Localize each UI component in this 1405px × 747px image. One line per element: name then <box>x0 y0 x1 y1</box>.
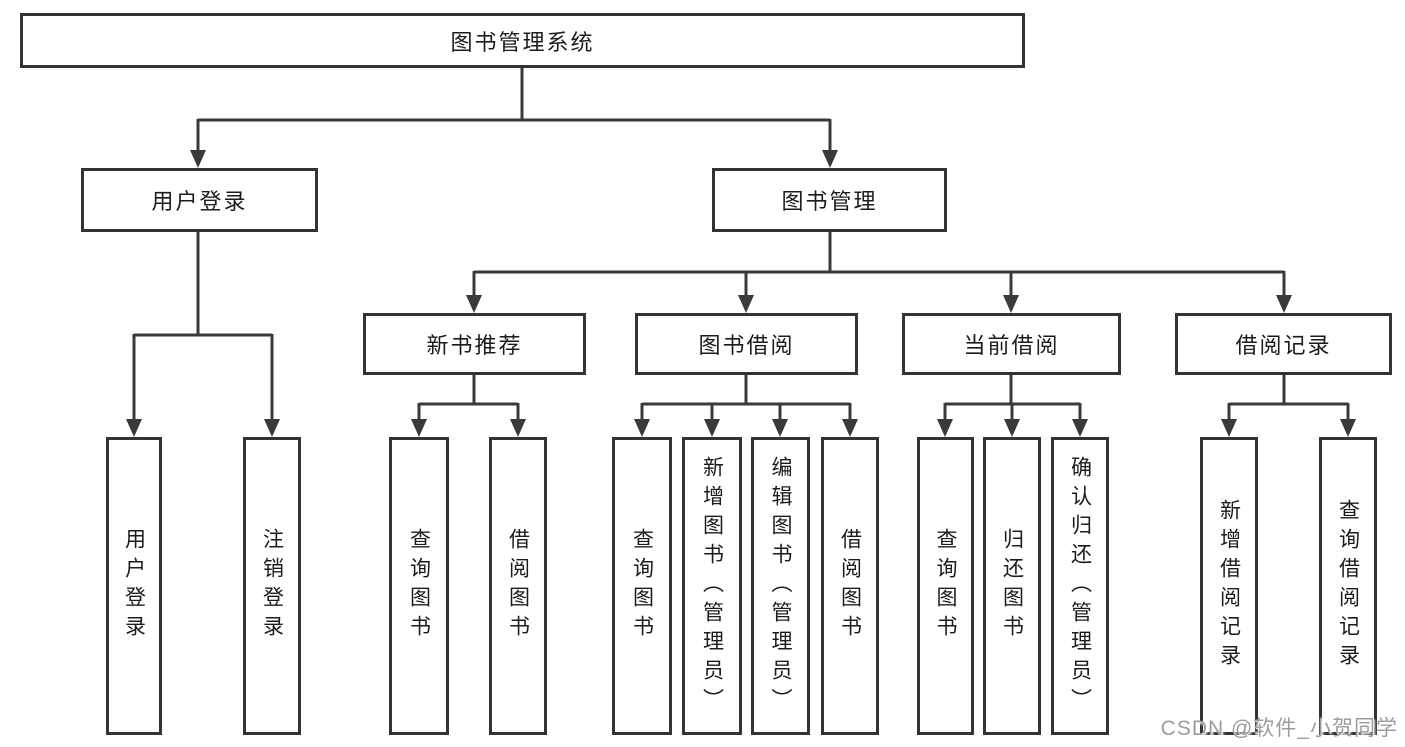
node-book-borrow: 图书借阅 <box>635 313 858 375</box>
node-borrow-records: 借阅记录 <box>1175 313 1392 375</box>
leaf-label: 编辑图书（管理员） <box>769 455 792 717</box>
connector-book-borrow-children <box>634 375 858 437</box>
leaf-label: 查询图书 <box>407 528 431 644</box>
leaf-borrow-books-recommend: 借阅图书 <box>489 437 547 735</box>
leaf-label: 新增图书（管理员） <box>700 455 724 717</box>
arrowhead <box>1340 419 1356 437</box>
leaf-query-borrow-record: 查询借阅记录 <box>1319 437 1377 735</box>
connector-book-management-children <box>466 232 1292 313</box>
connector-current-borrow-children <box>937 375 1088 437</box>
leaf-edit-book-admin: 编辑图书（管理员） <box>751 437 810 735</box>
node-new-book-recommend: 新书推荐 <box>363 313 586 375</box>
arrowhead <box>772 419 788 437</box>
leaf-label: 查询图书 <box>934 528 957 644</box>
arrowhead <box>634 419 650 437</box>
node-label: 用户登录 <box>151 189 248 214</box>
node-user-login: 用户登录 <box>81 168 318 232</box>
arrowhead <box>411 419 427 437</box>
csdn-watermark: CSDN @软件_小贺同学 <box>1160 717 1398 740</box>
leaf-query-books-recommend: 查询图书 <box>389 437 449 735</box>
leaf-label: 注销登录 <box>260 528 284 644</box>
arrowhead <box>1004 419 1020 437</box>
arrowhead <box>738 295 754 313</box>
leaf-return-books: 归还图书 <box>983 437 1041 735</box>
leaf-user-login: 用户登录 <box>106 437 162 735</box>
arrowhead <box>1221 419 1237 437</box>
node-book-management: 图书管理 <box>712 168 947 232</box>
leaf-label: 用户登录 <box>122 528 146 644</box>
leaf-query-books-borrow: 查询图书 <box>612 437 672 735</box>
arrowhead <box>264 419 280 437</box>
arrowhead <box>1072 419 1088 437</box>
node-label: 当前借阅 <box>963 333 1060 358</box>
arrowhead <box>1276 295 1292 313</box>
arrowhead <box>1003 295 1019 313</box>
arrowhead <box>126 419 142 437</box>
arrowhead <box>190 150 206 168</box>
leaf-label: 借阅图书 <box>506 528 530 644</box>
arrowhead <box>842 419 858 437</box>
leaf-logout: 注销登录 <box>243 437 301 735</box>
leaf-label: 借阅图书 <box>838 528 862 644</box>
connector-root-to-branches <box>190 68 838 168</box>
arrowhead <box>510 419 526 437</box>
connector-user-login-children <box>126 232 280 437</box>
arrowhead <box>822 150 838 168</box>
leaf-add-borrow-record: 新增借阅记录 <box>1200 437 1258 735</box>
leaf-confirm-return-admin: 确认归还（管理员） <box>1051 437 1109 735</box>
arrowhead <box>466 295 482 313</box>
leaf-borrow-books: 借阅图书 <box>821 437 879 735</box>
leaf-label: 归还图书 <box>1000 528 1024 644</box>
leaf-label: 确认归还（管理员） <box>1068 455 1092 717</box>
node-label: 借阅记录 <box>1235 333 1332 358</box>
connector-new-book-children <box>411 375 526 437</box>
node-label: 图书管理 <box>781 189 878 214</box>
node-library-system: 图书管理系统 <box>20 13 1025 68</box>
node-current-borrow: 当前借阅 <box>902 313 1121 375</box>
node-label: 新书推荐 <box>426 333 523 358</box>
leaf-label: 查询借阅记录 <box>1336 499 1360 673</box>
node-label: 图书管理系统 <box>450 29 595 55</box>
leaf-query-books-current: 查询图书 <box>917 437 974 735</box>
arrowhead <box>937 419 953 437</box>
leaf-label: 查询图书 <box>630 528 654 644</box>
node-label: 图书借阅 <box>698 333 795 358</box>
leaf-label: 新增借阅记录 <box>1217 499 1241 673</box>
arrowhead <box>704 419 720 437</box>
connector-borrow-records-children <box>1221 375 1356 437</box>
leaf-add-book-admin: 新增图书（管理员） <box>682 437 742 735</box>
